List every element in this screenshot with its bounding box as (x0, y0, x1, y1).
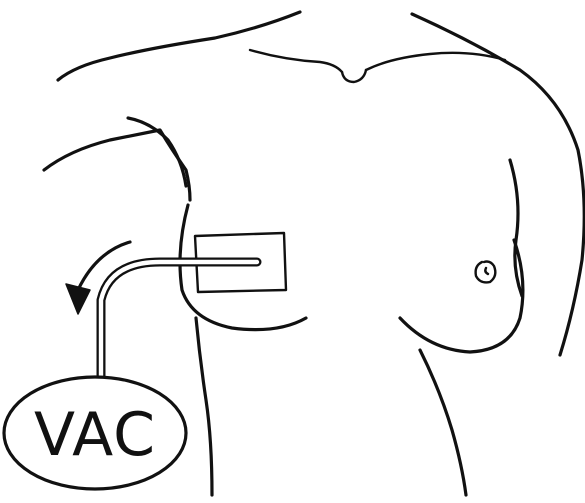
vac-unit: VAC (4, 377, 186, 489)
right-collarbone (366, 53, 505, 70)
flow-arrow-head (66, 284, 90, 314)
left-shoulder-line (58, 12, 300, 80)
neck-right-line (412, 14, 584, 355)
right-areola-inner (485, 268, 488, 274)
left-torso-side (196, 318, 212, 495)
left-arm-inner (128, 118, 186, 186)
right-torso-side (420, 350, 466, 495)
right-breast-outline (400, 240, 523, 352)
left-collarbone (250, 50, 342, 72)
vac-label: VAC (34, 400, 156, 470)
right-side-line (510, 160, 522, 296)
sternal-notch (342, 70, 366, 82)
